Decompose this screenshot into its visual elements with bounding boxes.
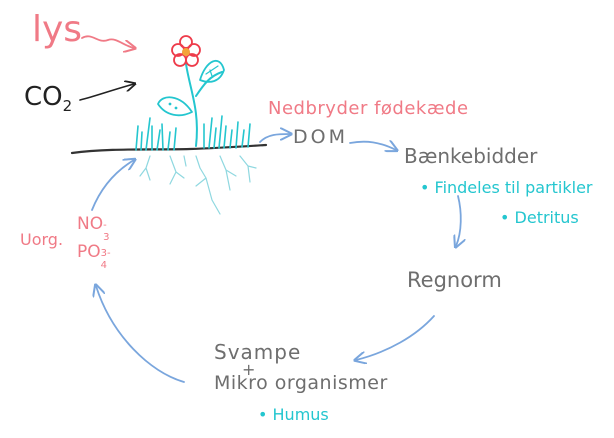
light-arrow — [81, 35, 134, 48]
co2-arrow — [79, 84, 134, 101]
dom-label: DOM — [293, 126, 348, 148]
arrow-icon — [456, 195, 461, 246]
co2-main: CO — [24, 82, 63, 112]
fragment-note: • Findeles til partikler — [420, 178, 593, 197]
nitrate-charge: - — [103, 220, 107, 231]
phosphate-charge: 3- — [100, 248, 111, 259]
nitrate-label: NO-3 — [77, 214, 113, 243]
arrow-icon — [356, 315, 435, 360]
nitrate-subscript: 3 — [103, 232, 110, 243]
detritus-note: • Detritus — [500, 208, 579, 227]
woodlouse-label: Bænkebidder — [404, 144, 538, 168]
grass-icon — [135, 115, 251, 151]
arrow-icon — [91, 160, 134, 211]
phosphate-main: PO — [77, 242, 101, 262]
microorganisms-label: Mikro organismer — [214, 372, 388, 394]
inorganic-label: Uorg. — [20, 230, 64, 249]
roots-icon — [139, 155, 257, 215]
co2-label: CO2 — [24, 84, 72, 114]
fungi-label: Svampe — [214, 340, 302, 364]
plus-sign: + — [242, 360, 256, 379]
arrow-icon — [259, 134, 290, 143]
light-label: lys — [32, 9, 83, 50]
phosphate-subscript: 4 — [100, 260, 108, 271]
humus-note: • Humus — [258, 405, 329, 424]
arrow-icon — [96, 286, 185, 383]
decomposer-food-chain-label: Nedbryder fødekæde — [268, 98, 469, 119]
earthworm-label: Regnorm — [407, 268, 502, 292]
co2-subscript: 2 — [62, 97, 73, 116]
arrow-icon — [349, 142, 396, 150]
soil-line — [70, 143, 268, 155]
nitrate-main: NO — [77, 214, 104, 234]
flower-icon — [157, 35, 225, 147]
